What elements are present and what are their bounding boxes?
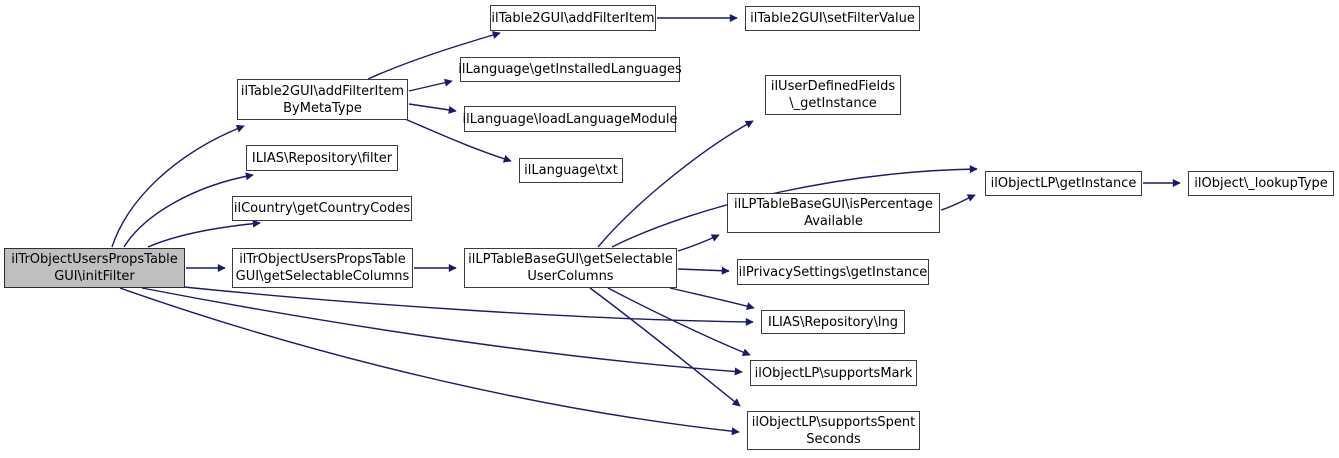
edge-init-filter-to-supports-spent-seconds — [119, 287, 740, 436]
node-get-installed-languages[interactable]: ilLanguage\getInstalledLanguages — [458, 57, 682, 82]
edge-get-selectable-user-columns-to-supports-mark — [607, 287, 751, 357]
node-supports-mark[interactable]: ilObjectLP\supportsMark — [750, 360, 917, 386]
edge-init-filter-to-repository-filter — [123, 172, 254, 248]
node-get-country-codes[interactable]: ilCountry\getCountryCodes — [232, 196, 412, 221]
node-get-selectable-columns[interactable]: ilTrObjectUsersPropsTable GUI\getSelecta… — [232, 248, 413, 288]
node-add-filter-item-by-meta-type[interactable]: ilTable2GUI\addFilterItem ByMetaType — [237, 79, 408, 120]
edge-init-filter-to-add-filter-item-by-meta-type — [111, 124, 245, 248]
node-language-txt[interactable]: ilLanguage\txt — [519, 158, 623, 183]
edge-get-selectable-user-columns-to-supports-spent-seconds — [589, 287, 741, 407]
node-repository-filter[interactable]: ILIAS\Repository\filter — [246, 145, 398, 171]
edge-by-meta-type-to-add-filter-item — [367, 31, 501, 80]
edge-get-selectable-user-columns-to-privacy-get-instance — [677, 266, 730, 275]
node-get-selectable-user-columns[interactable]: ilLPTableBaseGUI\getSelectable UserColum… — [464, 248, 677, 288]
node-udf-get-instance[interactable]: ilUserDefinedFields \_getInstance — [765, 75, 901, 115]
edge-get-selectable-user-columns-to-udf-get-instance — [597, 120, 754, 248]
node-privacy-get-instance[interactable]: ilPrivacySettings\getInstance — [737, 259, 929, 285]
node-init-filter: ilTrObjectUsersPropsTable GUI\initFilter — [4, 248, 185, 288]
node-load-language-module[interactable]: ilLanguage\loadLanguageModule — [463, 106, 678, 132]
edge-init-filter-to-supports-mark — [141, 287, 743, 376]
edge-by-meta-type-to-load-language-module — [408, 103, 457, 114]
node-repository-lng[interactable]: ILIAS\Repository\lng — [761, 310, 905, 334]
edge-get-selectable-user-columns-to-repository-lng — [669, 287, 755, 310]
edge-get-selectable-user-columns-to-is-percentage-available — [677, 234, 720, 252]
node-is-percentage-available[interactable]: ilLPTableBaseGUI\isPercentage Available — [727, 193, 940, 233]
edge-by-meta-type-to-txt — [404, 118, 512, 163]
edge-init-filter-to-repository-lng — [183, 286, 754, 326]
node-set-filter-value[interactable]: ilTable2GUI\setFilterValue — [745, 6, 920, 31]
edge-get-selectable-user-columns-to-objectlp-get-instance — [611, 165, 978, 248]
node-supports-spent-seconds[interactable]: ilObjectLP\supportsSpent Seconds — [747, 411, 920, 450]
edge-is-percentage-available-to-objectlp-get-instance — [940, 194, 976, 211]
node-add-filter-item[interactable]: ilTable2GUI\addFilterItem — [490, 5, 656, 31]
edge-init-filter-to-get-country-codes — [147, 219, 261, 248]
edge-by-meta-type-to-get-installed-languages — [408, 78, 453, 92]
node-objectlp-get-instance[interactable]: ilObjectLP\getInstance — [985, 171, 1142, 196]
node-lookup-type[interactable]: ilObject\_lookupType — [1188, 171, 1334, 196]
